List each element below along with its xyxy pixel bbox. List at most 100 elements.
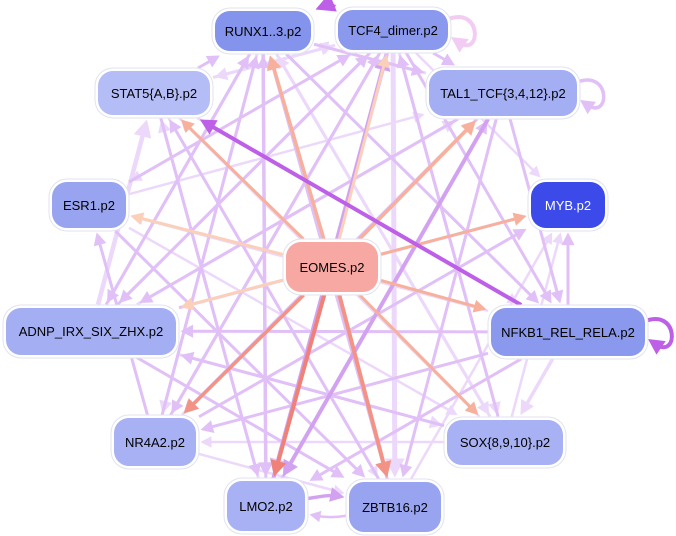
edge bbox=[128, 56, 346, 184]
edge-arrowhead bbox=[648, 339, 666, 355]
edge-arrowhead bbox=[133, 119, 152, 139]
edge-arrowhead bbox=[180, 324, 194, 338]
edge-arrowhead bbox=[460, 120, 476, 136]
node-nfkb1-rel-rela-label: NFKB1_REL_RELA.p2 bbox=[501, 324, 635, 340]
edge-arrowhead bbox=[580, 100, 596, 115]
edge bbox=[337, 294, 387, 470]
node-runx1[interactable]: RUNX1..3.p2 bbox=[215, 11, 311, 51]
node-sox[interactable]: SOX{8,9,10}.p2 bbox=[447, 419, 563, 465]
edge bbox=[144, 117, 459, 301]
edge-arrowhead bbox=[199, 119, 218, 135]
edge bbox=[522, 358, 555, 410]
node-stat5-label: STAT5{A,B}.p2 bbox=[110, 85, 198, 101]
edge-arrowhead bbox=[539, 289, 552, 304]
edge bbox=[198, 452, 339, 493]
edge-arrowhead bbox=[309, 510, 322, 523]
edge bbox=[114, 229, 362, 474]
edge bbox=[136, 215, 284, 256]
edge-arrowhead bbox=[282, 458, 298, 477]
edge-arrowhead bbox=[200, 420, 215, 433]
edge bbox=[390, 52, 398, 468]
node-nfkb1-rel-rela[interactable]: NFKB1_REL_RELA.p2 bbox=[491, 308, 645, 356]
edge bbox=[171, 124, 380, 480]
edge-arrowhead bbox=[561, 232, 575, 246]
node-lmo2[interactable]: LMO2.p2 bbox=[227, 481, 305, 531]
edge bbox=[314, 357, 522, 479]
edge-arrowhead bbox=[248, 462, 262, 477]
edge bbox=[160, 61, 257, 416]
edge-arrowhead bbox=[180, 351, 195, 365]
edge-arrowhead bbox=[267, 55, 282, 72]
node-stat5[interactable]: STAT5{A,B}.p2 bbox=[98, 71, 210, 115]
edge-arrowhead bbox=[200, 436, 212, 448]
edge bbox=[270, 62, 326, 240]
edge-arrowhead bbox=[550, 289, 564, 304]
node-esr1-label: ESR1.p2 bbox=[62, 197, 116, 213]
node-zbtb16[interactable]: ZBTB16.p2 bbox=[349, 482, 441, 532]
edge bbox=[358, 293, 475, 412]
node-esr1[interactable]: ESR1.p2 bbox=[52, 182, 126, 228]
edge-arrowhead bbox=[183, 398, 200, 414]
edge bbox=[159, 117, 258, 471]
edge-arrowhead bbox=[399, 463, 413, 478]
edge-arrowhead bbox=[329, 487, 345, 502]
edge-arrowhead bbox=[375, 460, 392, 478]
node-eomes-label: EOMES.p2 bbox=[299, 259, 365, 275]
edge-arrowhead bbox=[451, 37, 469, 53]
edge bbox=[187, 329, 489, 334]
node-zbtb16-label: ZBTB16.p2 bbox=[362, 499, 428, 515]
node-nr4a2[interactable]: NR4A2.p2 bbox=[114, 418, 196, 466]
edge bbox=[136, 356, 340, 476]
edge bbox=[380, 216, 521, 256]
edge-arrowhead bbox=[237, 55, 249, 70]
edge-arrowhead bbox=[330, 465, 345, 478]
node-tcf4-dimer[interactable]: TCF4_dimer.p2 bbox=[338, 10, 448, 50]
edge bbox=[409, 237, 551, 480]
edge-arrowhead bbox=[270, 459, 287, 477]
edge-arrowhead bbox=[277, 55, 290, 70]
node-adnp-irx-six-zhx[interactable]: ADNP_IRX_SIX_ZHX.p2 bbox=[6, 307, 176, 355]
node-myb[interactable]: MYB.p2 bbox=[531, 182, 605, 228]
edge bbox=[188, 293, 305, 410]
edge bbox=[380, 279, 481, 310]
edge-arrowhead bbox=[440, 53, 455, 66]
edge bbox=[104, 60, 247, 306]
edge bbox=[261, 62, 268, 479]
node-runx1-label: RUNX1..3.p2 bbox=[224, 23, 302, 39]
edge-arrowhead bbox=[181, 119, 195, 133]
edge bbox=[337, 60, 387, 240]
edge-arrowhead bbox=[336, 54, 351, 67]
edge bbox=[206, 351, 489, 430]
edge-arrowhead bbox=[552, 232, 564, 245]
edge bbox=[402, 118, 498, 472]
edge bbox=[116, 58, 365, 306]
node-myb-label: MYB.p2 bbox=[544, 197, 592, 213]
edge-arrowhead bbox=[169, 119, 182, 134]
edge bbox=[198, 230, 522, 419]
edge bbox=[279, 60, 492, 418]
edge-arrowhead bbox=[525, 289, 540, 304]
edge-arrowhead bbox=[512, 228, 527, 241]
node-tcf4-dimer-label: TCF4_dimer.p2 bbox=[348, 22, 438, 38]
edge bbox=[206, 122, 523, 307]
edge-arrowhead bbox=[130, 212, 145, 226]
edge bbox=[642, 317, 674, 349]
edge-arrowhead bbox=[472, 299, 487, 313]
edge-arrowhead bbox=[93, 232, 107, 247]
edge-arrowhead bbox=[396, 54, 410, 69]
node-tal1-tcf[interactable]: TAL1_TCF{3,4,12}.p2 bbox=[429, 70, 577, 116]
edge bbox=[186, 355, 445, 428]
edge bbox=[445, 15, 477, 47]
edge-arrowhead bbox=[354, 54, 369, 69]
edge-arrowhead bbox=[205, 55, 220, 68]
node-eomes[interactable]: EOMES.p2 bbox=[286, 242, 378, 292]
edge-arrowhead bbox=[351, 463, 366, 478]
node-sox-label: SOX{8,9,10}.p2 bbox=[459, 434, 551, 450]
edge-arrowhead bbox=[366, 54, 379, 69]
edge-arrowhead bbox=[256, 55, 270, 69]
edge bbox=[185, 123, 305, 241]
edge-arrowhead bbox=[377, 54, 390, 69]
node-adnp-irx-six-zhx-label: ADNP_IRX_SIX_ZHX.p2 bbox=[18, 323, 164, 339]
node-tal1-tcf-label: TAL1_TCF{3,4,12}.p2 bbox=[440, 85, 566, 101]
